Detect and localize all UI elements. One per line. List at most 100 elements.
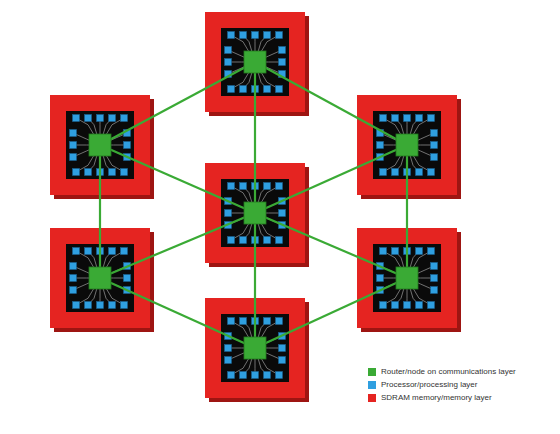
processor: [70, 154, 77, 161]
router: [244, 202, 266, 224]
processor: [264, 237, 271, 244]
processor: [225, 59, 232, 66]
legend-text: Processor/processing layer: [381, 380, 477, 390]
processor: [428, 302, 435, 309]
router-link: [100, 145, 255, 213]
processor: [416, 169, 423, 176]
processor: [121, 115, 128, 122]
processor: [276, 372, 283, 379]
processor: [225, 357, 232, 364]
router: [396, 134, 418, 156]
processor: [392, 302, 399, 309]
processor: [225, 345, 232, 352]
processor: [85, 169, 92, 176]
processor: [240, 32, 247, 39]
router-link: [255, 62, 407, 145]
legend-row: SDRAM memory/memory layer: [368, 391, 516, 404]
legend-swatch: [368, 381, 376, 389]
processor: [276, 237, 283, 244]
processor: [73, 248, 80, 255]
processor: [279, 345, 286, 352]
processor: [279, 59, 286, 66]
processor: [240, 237, 247, 244]
processor: [431, 154, 438, 161]
processor: [377, 142, 384, 149]
legend-text: Router/node on communications layer: [381, 367, 516, 377]
processor: [240, 183, 247, 190]
processor: [264, 86, 271, 93]
legend-swatch: [368, 394, 376, 402]
processor: [85, 302, 92, 309]
processor: [404, 302, 411, 309]
processor: [124, 275, 131, 282]
processor: [228, 372, 235, 379]
processor: [279, 210, 286, 217]
chip-group: [50, 12, 461, 402]
processor: [225, 47, 232, 54]
processor: [109, 302, 116, 309]
legend-row: Processor/processing layer: [368, 378, 516, 391]
router-link: [406, 145, 408, 278]
processor: [70, 130, 77, 137]
router: [89, 267, 111, 289]
processor: [264, 318, 271, 325]
processor: [109, 248, 116, 255]
processor: [252, 372, 259, 379]
router-link: [100, 62, 255, 145]
processor: [276, 32, 283, 39]
processor: [228, 318, 235, 325]
processor: [380, 302, 387, 309]
processor: [380, 169, 387, 176]
processor: [109, 115, 116, 122]
processor: [404, 115, 411, 122]
processor: [228, 86, 235, 93]
router: [244, 337, 266, 359]
legend-text: SDRAM memory/memory layer: [381, 393, 492, 403]
processor: [109, 169, 116, 176]
processor: [276, 183, 283, 190]
router-link: [254, 213, 256, 348]
processor: [121, 169, 128, 176]
processor: [70, 275, 77, 282]
router: [396, 267, 418, 289]
processor: [416, 115, 423, 122]
processor: [228, 32, 235, 39]
processor: [73, 115, 80, 122]
processor: [279, 47, 286, 54]
processor: [431, 263, 438, 270]
legend-swatch: [368, 368, 376, 376]
processor: [380, 248, 387, 255]
legend-row: Router/node on communications layer: [368, 365, 516, 378]
processor: [392, 115, 399, 122]
router-link: [254, 62, 256, 213]
router: [89, 134, 111, 156]
processor: [264, 32, 271, 39]
router-link: [255, 213, 407, 278]
processor: [121, 302, 128, 309]
router-link: [100, 213, 255, 278]
processor: [431, 287, 438, 294]
processor: [97, 115, 104, 122]
processor: [228, 237, 235, 244]
processor: [70, 263, 77, 270]
processor: [431, 130, 438, 137]
router-link: [255, 145, 407, 213]
router-links: [100, 62, 407, 348]
processor: [431, 275, 438, 282]
router-link: [99, 145, 101, 278]
processor: [428, 115, 435, 122]
processor: [416, 248, 423, 255]
processor: [97, 302, 104, 309]
processor: [428, 169, 435, 176]
processor: [264, 183, 271, 190]
processor: [124, 142, 131, 149]
processor: [225, 210, 232, 217]
processor: [121, 248, 128, 255]
processor: [70, 287, 77, 294]
processor: [70, 142, 77, 149]
processor: [276, 86, 283, 93]
processor: [416, 302, 423, 309]
processor: [85, 115, 92, 122]
processor: [431, 142, 438, 149]
processor: [240, 372, 247, 379]
